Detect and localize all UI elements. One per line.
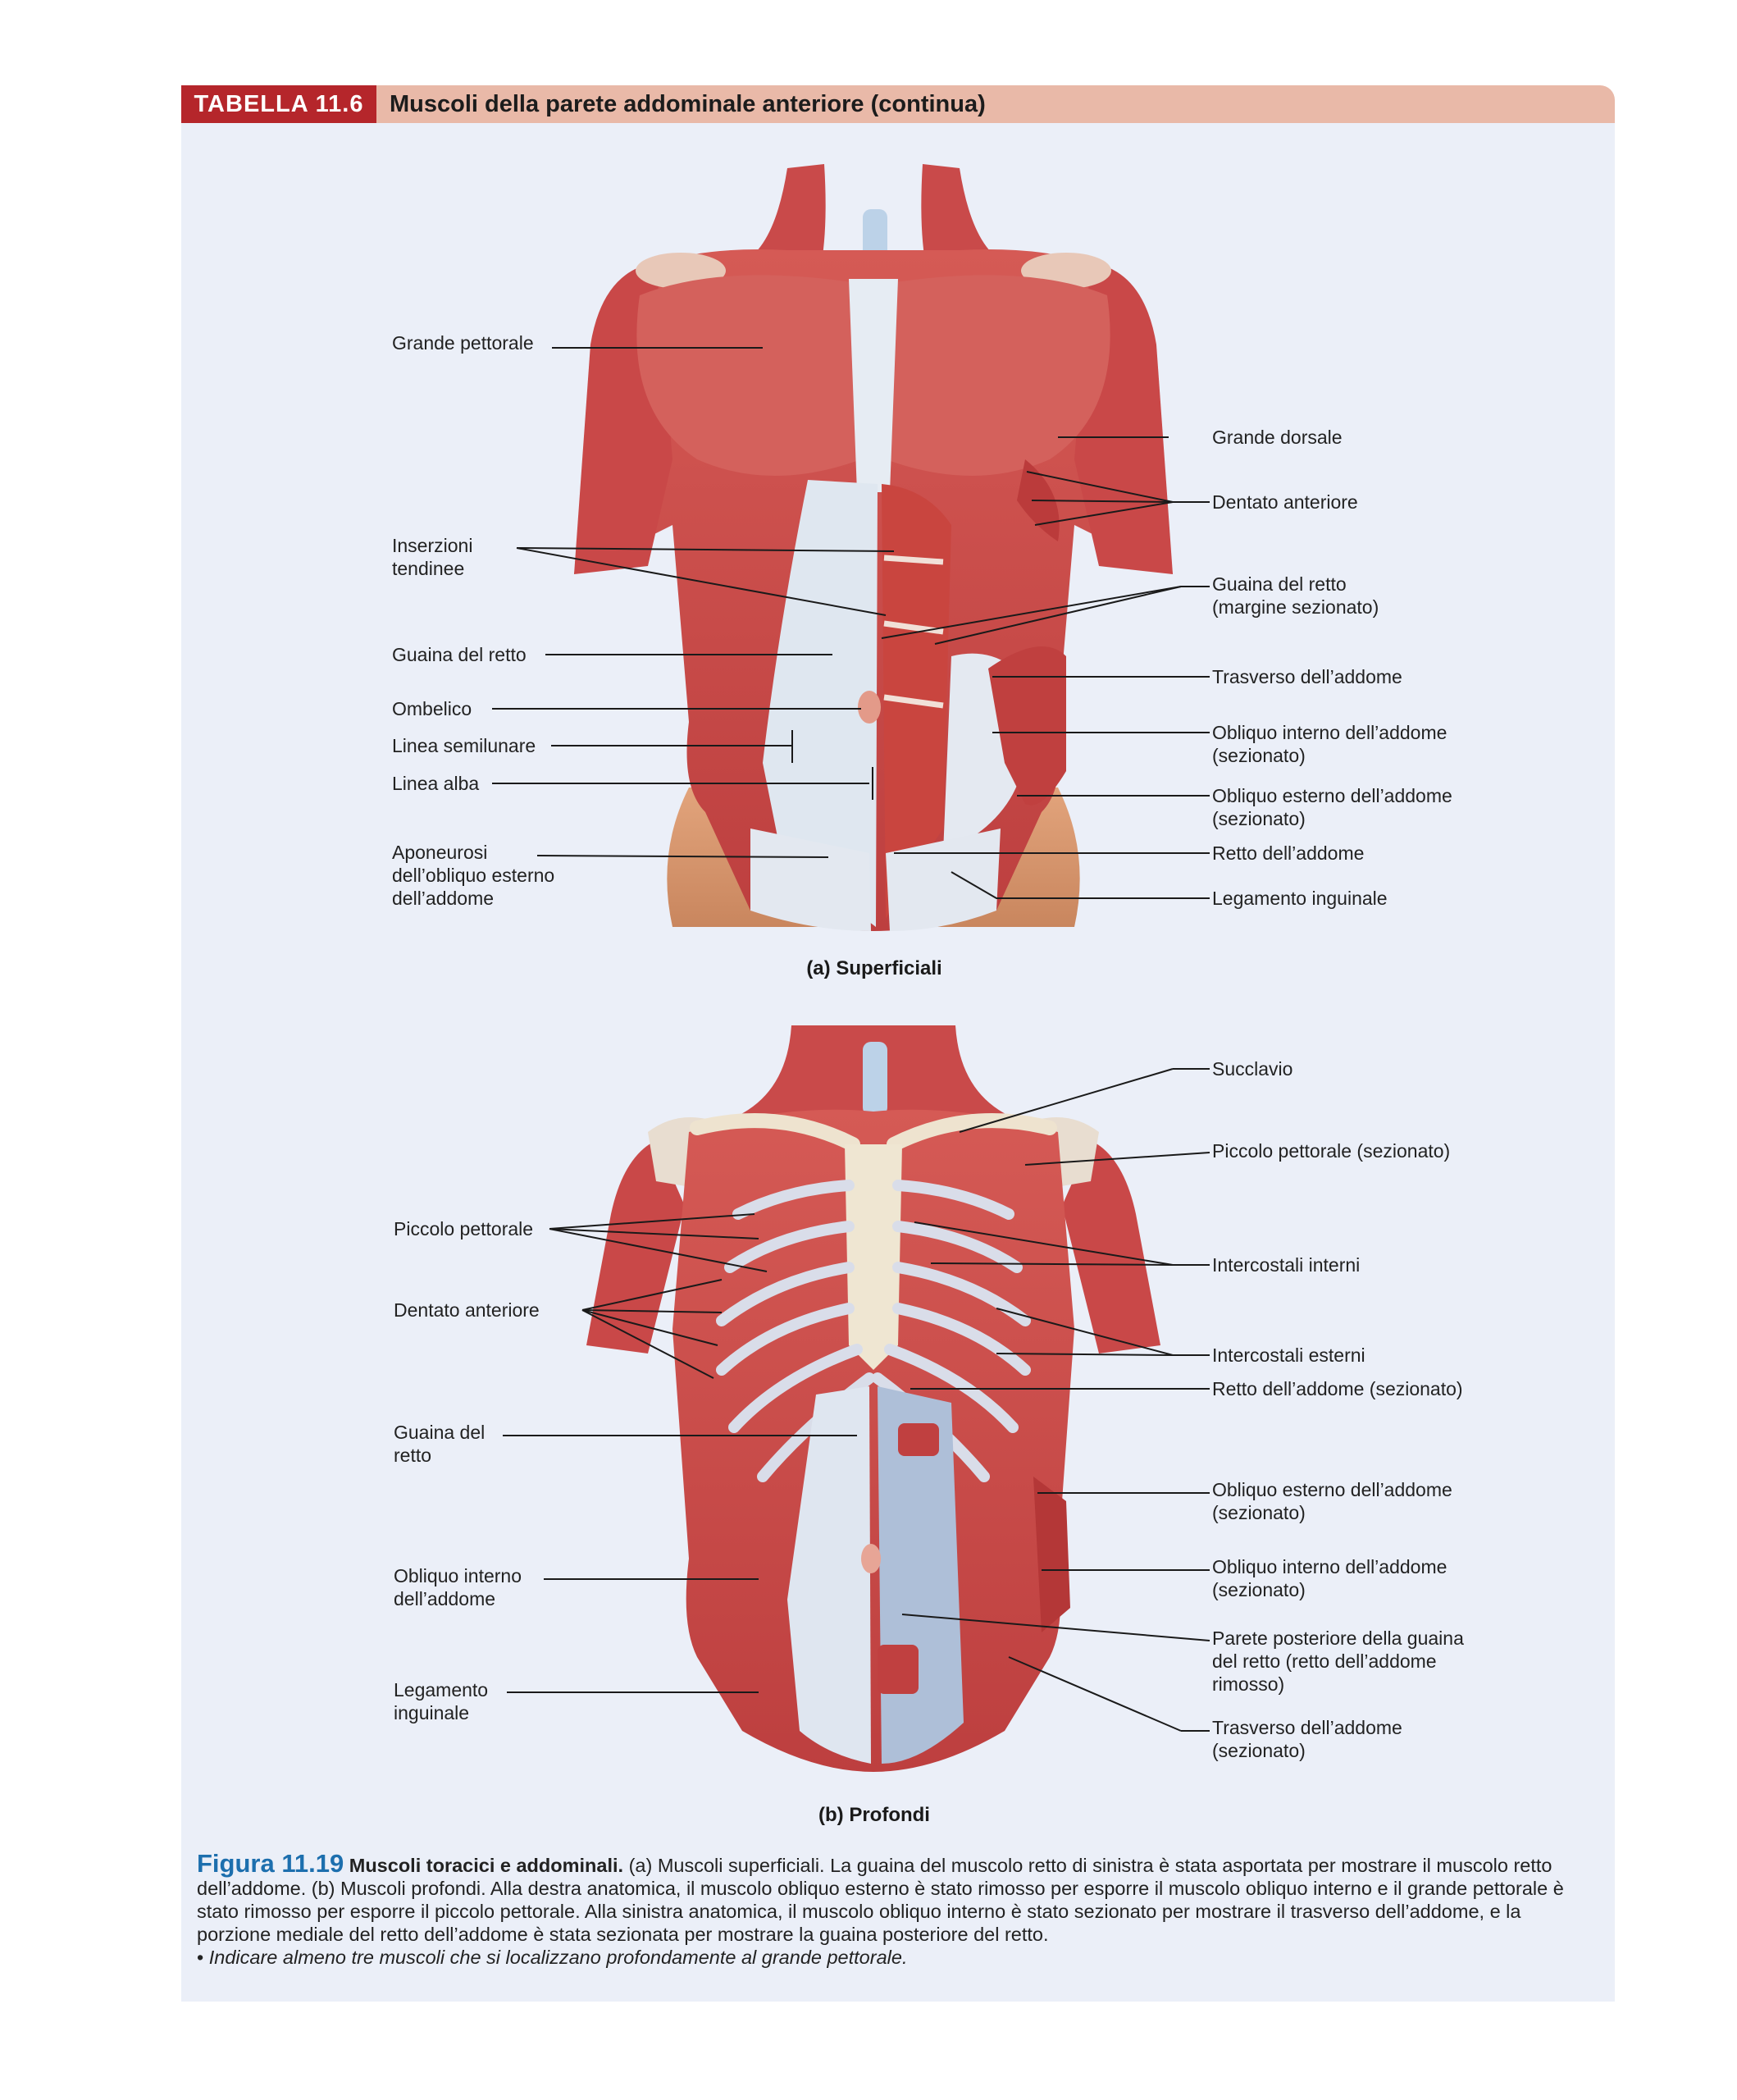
label-succlavio: Succlavio	[1212, 1058, 1292, 1080]
label-aponeurosi: Aponeurosi	[392, 842, 487, 863]
label-aponeurosi-3: dell’addome	[392, 888, 494, 909]
label-obliquo-interno-b-right: Obliquo interno dell’addome	[1212, 1556, 1447, 1577]
label-grande-dorsale: Grande dorsale	[1212, 427, 1343, 448]
label-parete-posteriore-3: rimosso)	[1212, 1673, 1284, 1695]
label-parete-posteriore-2: del retto (retto dell’addome	[1212, 1650, 1437, 1672]
label-obliquo-interno-a: Obliquo interno dell’addome	[1212, 722, 1447, 743]
label-grande-pettorale: Grande pettorale	[392, 332, 534, 354]
label-inserzioni-tendinee: Inserzioni	[392, 535, 472, 556]
label-guaina-retto-margine: Guaina del retto	[1212, 573, 1347, 595]
label-guaina-retto-a: Guaina del retto	[392, 644, 527, 665]
label-aponeurosi-2: dell’obliquo esterno	[392, 865, 554, 886]
caption-text: (a) Muscoli superficiali. La guaina del …	[197, 1855, 1564, 1945]
label-linea-alba: Linea alba	[392, 773, 479, 794]
label-piccolo-pettorale-sez: Piccolo pettorale (sezionato)	[1212, 1140, 1450, 1162]
label-intercostali-interni: Intercostali interni	[1212, 1254, 1360, 1276]
label-obliquo-esterno-a: Obliquo esterno dell’addome	[1212, 785, 1452, 806]
figure-caption: Figura 11.19 Muscoli toracici e addomina…	[197, 1849, 1591, 1969]
label-piccolo-pettorale: Piccolo pettorale	[394, 1218, 533, 1239]
leader-lines-b	[503, 1068, 1210, 1732]
subtitle-superficiali: (a) Superficiali	[806, 957, 941, 979]
label-obliquo-esterno-b-2: (sezionato)	[1212, 1502, 1306, 1523]
label-retto-addome-sez: Retto dell’addome (sezionato)	[1212, 1378, 1463, 1399]
label-obliquo-interno-b-right-2: (sezionato)	[1212, 1579, 1306, 1600]
labels-b: Succlavio Piccolo pettorale (sezionato) …	[394, 1058, 1464, 1826]
table-title: Muscoli della parete addominale anterior…	[376, 85, 1615, 123]
label-parete-posteriore: Parete posteriore della guaina	[1212, 1628, 1464, 1649]
label-obliquo-esterno-a-2: (sezionato)	[1212, 808, 1306, 829]
label-legamento-inguinale-b-2: inguinale	[394, 1702, 469, 1723]
label-retto-addome-a: Retto dell’addome	[1212, 842, 1364, 864]
label-guaina-retto-b-2: retto	[394, 1445, 431, 1466]
label-trasverso-b: Trasverso dell’addome	[1212, 1717, 1402, 1738]
torso-superficial-illustration	[574, 164, 1173, 931]
caption-question: Indicare almeno tre muscoli che si local…	[208, 1947, 908, 1968]
label-trasverso-a: Trasverso dell’addome	[1212, 666, 1402, 687]
subtitle-profondi: (b) Profondi	[818, 1804, 930, 1826]
label-linea-semilunare: Linea semilunare	[392, 735, 536, 756]
table-header: TABELLA 11.6 Muscoli della parete addomi…	[181, 85, 1615, 123]
figure-number: Figura 11.19	[197, 1849, 344, 1878]
label-dentato-anteriore-b: Dentato anteriore	[394, 1299, 540, 1321]
torso-deep-illustration	[586, 1025, 1160, 1772]
label-ombelico: Ombelico	[392, 698, 472, 719]
label-legamento-inguinale-a: Legamento inguinale	[1212, 888, 1388, 909]
caption-bullet: •	[197, 1947, 204, 1968]
label-dentato-anteriore-a: Dentato anteriore	[1212, 491, 1358, 513]
table-tag: TABELLA 11.6	[181, 85, 376, 123]
leader-lines-a	[492, 347, 1210, 899]
labels-a: Grande pettorale Grande dorsale Dentato …	[392, 332, 1452, 979]
label-trasverso-b-2: (sezionato)	[1212, 1740, 1306, 1761]
label-guaina-retto-margine-2: (margine sezionato)	[1212, 596, 1379, 618]
label-legamento-inguinale-b: Legamento	[394, 1679, 488, 1701]
label-inserzioni-tendinee-2: tendinee	[392, 558, 464, 579]
label-obliquo-interno-b-left-2: dell’addome	[394, 1588, 495, 1609]
label-obliquo-interno-a-2: (sezionato)	[1212, 745, 1306, 766]
label-obliquo-interno-b-left: Obliquo interno	[394, 1565, 522, 1586]
label-guaina-retto-b: Guaina del	[394, 1422, 485, 1443]
caption-title: Muscoli toracici e addominali.	[349, 1855, 624, 1876]
label-intercostali-esterni: Intercostali esterni	[1212, 1344, 1365, 1366]
label-obliquo-esterno-b: Obliquo esterno dell’addome	[1212, 1479, 1452, 1500]
